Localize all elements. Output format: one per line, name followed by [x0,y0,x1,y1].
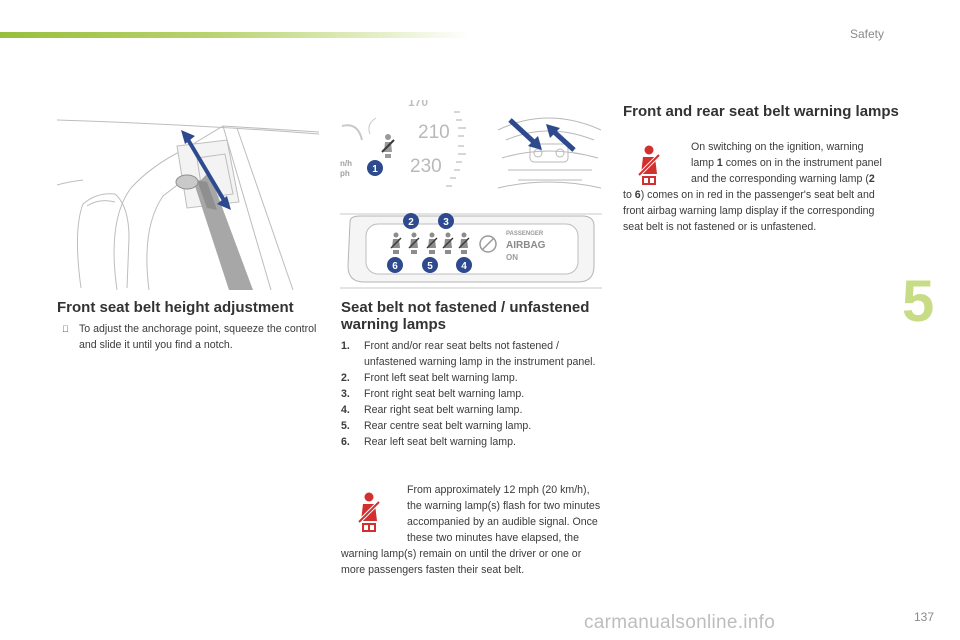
speed-210: 210 [418,122,450,143]
callout-6: 6 [392,261,398,272]
seatbelt-lamp-front-left-icon [408,232,420,254]
seatbelt-lamp-rear-centre-icon [426,232,438,254]
panel-on-label: ON [506,253,518,262]
ignition-text-part: to [623,189,635,201]
flashing-warning-paragraph: From approximately 12 mph (20 km/h), the… [341,482,603,578]
airbag-off-icon [479,235,497,253]
section-title: Safety [849,27,884,41]
flashing-warning-text: From approximately 12 mph (20 km/h), the… [341,484,601,576]
lamp-ref-2: 2 [868,173,875,185]
list-item-number: 3. [341,388,350,400]
cluster-top-number: 170 [408,100,428,109]
heading-seat-belt-not-fastened: Seat belt not fastened / unfastened warn… [341,299,590,333]
seatbelt-warning-lamp-icon [355,492,385,532]
list-item-text: Rear right seat belt warning lamp. [364,404,523,416]
page-number: 137 [913,610,934,624]
bullet-icon:  [62,321,69,337]
list-item: 6. Rear left seat belt warning lamp. [341,434,603,450]
ignition-text-part: comes on in the instrument panel and the… [691,157,882,185]
panel-passenger-label: PASSENGER [506,231,544,237]
list-item-number: 1. [341,340,350,352]
list-item-number: 2. [341,372,350,384]
list-item: 2. Front left seat belt warning lamp. [341,370,603,386]
ignition-warning-paragraph: On switching on the ignition, warning la… [623,139,886,235]
list-item-text: Rear left seat belt warning lamp. [364,436,516,448]
chapter-number: 5 [902,269,934,334]
adjustment-instruction-text: To adjust the anchorage point, squeeze t… [79,323,317,351]
seat-belt-height-illustration [57,110,319,290]
ignition-text-part: On switching on the ignition, warning la… [691,141,864,169]
list-item-number: 5. [341,420,350,432]
warning-lamp-list: 1. Front and/or rear seat belts not faste… [341,338,603,450]
callout-2: 2 [408,217,414,228]
callout-4: 4 [461,261,467,272]
seatbelt-lamp-rear-left-icon [390,232,402,254]
panel-airbag-label: AIRBAG [506,240,546,251]
passenger-warning-display-location-illustration [498,100,601,192]
unit-mph: ph [340,169,350,178]
list-item-number: 6. [341,436,350,448]
list-item-text: Front and/or rear seat belts not fastene… [364,340,596,368]
list-item: 1. Front and/or rear seat belts not faste… [341,338,603,370]
list-item-text: Front left seat belt warning lamp. [364,372,518,384]
callout-badges: 2 3 6 5 4 [387,213,472,273]
list-item: 5. Rear centre seat belt warning lamp. [341,418,603,434]
pointer-arrow-left-icon [508,118,542,150]
seatbelt-lamp-rear-right-icon [458,232,470,254]
callout-1: 1 [372,164,378,175]
list-item-text: Front right seat belt warning lamp. [364,388,525,400]
unit-kmh: n/h [340,159,352,168]
adjustment-instruction:  To adjust the anchorage point, squeeze… [62,321,324,353]
instrument-cluster-illustration: 170 210 230 n/h ph 1 [340,100,480,192]
callout-3: 3 [443,217,449,228]
ignition-text-part: ) comes on in red in the passenger's sea… [623,189,875,233]
lamp-ref-1: 1 [716,157,723,169]
list-item-number: 4. [341,404,350,416]
lamp-ref-6: 6 [634,189,641,201]
callout-5: 5 [427,261,433,272]
heading-front-seat-belt-height-adjustment: Front seat belt height adjustment [57,299,294,316]
speed-230: 230 [410,156,442,177]
seatbelt-lamp-icon [381,134,395,158]
list-item: 3. Front right seat belt warning lamp. [341,386,603,402]
pointer-arrow-right-icon [546,124,576,152]
seatbelt-lamp-front-right-icon [442,232,454,254]
heading-front-and-rear-seat-belt-warning-lamps: Front and rear seat belt warning lamps [623,103,899,120]
list-item-text: Rear centre seat belt warning lamp. [364,420,532,432]
site-watermark: carmanualsonline.info [584,612,776,633]
list-item: 4. Rear right seat belt warning lamp. [341,402,603,418]
header-accent-bar [0,32,470,38]
callout-1-badge [367,160,383,176]
seatbelt-airbag-panel-illustration: PASSENGER AIRBAG ON 2 3 6 5 4 [340,208,602,290]
adjust-arrow-icon [181,130,231,210]
seatbelt-warning-lamp-icon [635,145,665,185]
